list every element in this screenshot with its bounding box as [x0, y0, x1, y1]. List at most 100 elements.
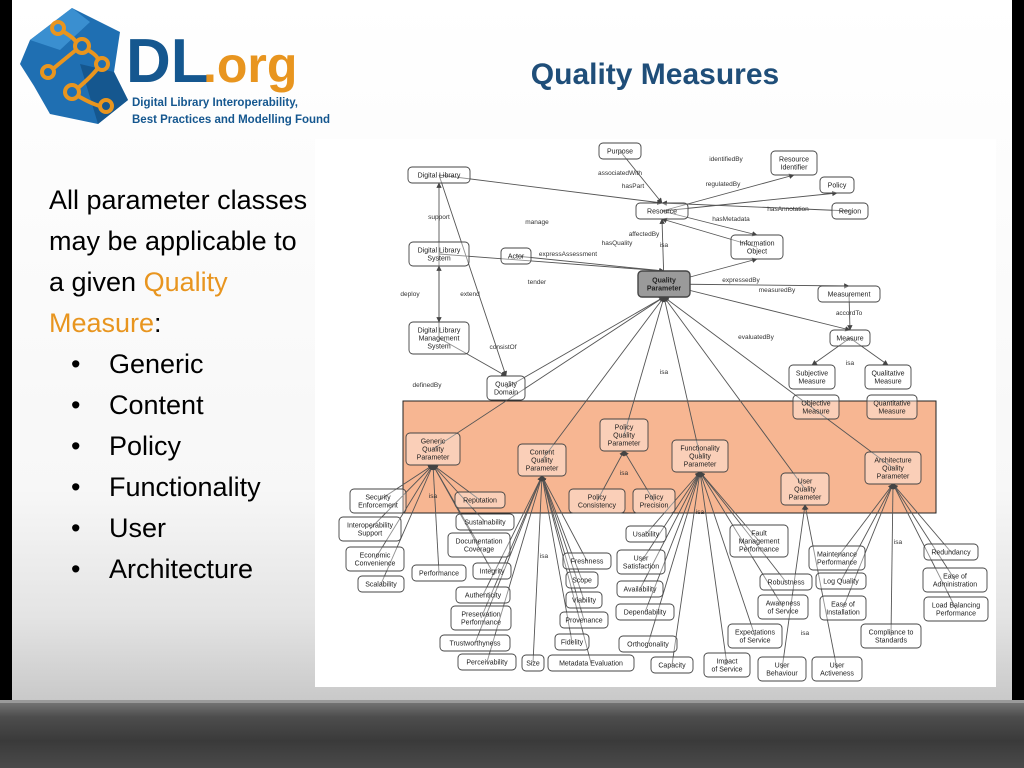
bullet-dot-icon: •: [71, 554, 81, 584]
diagram-edge: [623, 450, 655, 502]
node-box: [454, 491, 506, 509]
diagram-edge: [699, 471, 784, 608]
node-label: System: [427, 256, 451, 263]
edge-label-identifiedBy: identifiedBy: [709, 156, 743, 163]
diagram-edge: [486, 475, 544, 663]
node-capacity: Capacity: [650, 656, 694, 674]
diagram-edge: [892, 483, 952, 553]
node-label: Security: [365, 495, 391, 502]
intro-line-1: All parameter classes: [49, 185, 308, 215]
node-box: [517, 443, 567, 477]
intro-line-3-text: a given: [49, 267, 144, 297]
footer-edge: [0, 700, 1024, 703]
node-label: Precision: [640, 503, 669, 510]
brand-main: DL: [126, 27, 209, 96]
node-scalability: Scalability: [357, 575, 405, 593]
diagram-edge: [661, 190, 838, 212]
node-reputation: Reputation: [454, 491, 506, 509]
edge-label-expressAssessment: expressAssessment: [539, 251, 597, 258]
node-box: [357, 575, 405, 593]
node-label: Administration: [933, 582, 977, 589]
node-label: Measure: [836, 336, 863, 343]
edge-label-hasQuality: hasQuality: [602, 240, 633, 247]
node-digital-library: Digital Library: [407, 166, 471, 184]
node-label: Dependability: [624, 610, 667, 617]
diagram-edge: [438, 337, 507, 377]
edge-label-hasPart: hasPart: [622, 183, 645, 190]
node-label: Installation: [826, 610, 860, 617]
node-box: [554, 633, 590, 651]
node-box: [411, 564, 467, 582]
edge-label-associatedWith: associatedWith: [598, 170, 642, 177]
bullet-dot-icon: •: [71, 513, 81, 543]
node-authenticity: Authenticity: [455, 586, 511, 604]
node-label: Quality: [495, 382, 517, 389]
diagram-edge: [432, 464, 493, 572]
node-box: [815, 572, 867, 590]
diagram-edge: [374, 464, 434, 560]
diagram-edge: [515, 255, 665, 274]
node-orthogonality: Orthogonality: [618, 635, 678, 653]
node-label: Preservation: [461, 612, 500, 619]
diagram-edge: [482, 475, 543, 596]
bullet-text: User: [109, 513, 167, 543]
node-label: Activeness: [820, 671, 854, 678]
node-box: [829, 329, 871, 347]
node-label: Parameter: [789, 495, 822, 502]
node-label: Policy: [828, 183, 847, 190]
node-box: [770, 150, 818, 176]
node-label: Log Quality: [823, 579, 859, 586]
bullet-text: Functionality: [109, 472, 261, 502]
node-label: Management: [739, 539, 780, 546]
node-usability: Usability: [625, 525, 667, 543]
node-resource: Resource: [635, 202, 689, 220]
diagram-edge: [540, 475, 573, 643]
diagram-edge: [803, 504, 838, 670]
edge-label-regulatedBy: regulatedBy: [706, 181, 741, 188]
node-box: [819, 595, 867, 621]
node-box: [345, 546, 405, 572]
node-label: Ease of: [943, 574, 967, 581]
node-label: Performance: [461, 620, 501, 627]
node-label: Subjective: [796, 371, 828, 378]
node-label: Support: [358, 531, 383, 538]
node-metadata-evaluation: Metadata Evaluation: [547, 654, 635, 672]
diagram-edge: [474, 475, 543, 644]
node-label: Convenience: [355, 561, 396, 568]
node-label: Information: [739, 241, 774, 248]
node-label: Scalability: [365, 582, 397, 589]
node-region: Region: [831, 202, 869, 220]
edge-label-isa-generic: isa: [429, 493, 438, 500]
diagram-edge: [540, 475, 592, 664]
diagram-edge: [644, 471, 701, 613]
node-label: Coverage: [464, 547, 494, 554]
diagram-edge: [647, 471, 702, 645]
diagram-edge: [811, 337, 851, 366]
bullet-text: Generic: [109, 349, 204, 379]
bullet-text: Policy: [109, 431, 182, 461]
node-box: [757, 656, 807, 682]
node-label: Performance: [817, 560, 857, 567]
diagram-edge: [438, 174, 508, 377]
diagram-edge: [781, 504, 807, 670]
node-box: [455, 513, 515, 531]
node-box: [866, 394, 918, 420]
node-freshness: Freshness: [562, 552, 612, 570]
diagram-edge: [639, 471, 701, 590]
node-box: [757, 594, 809, 620]
node-label: Documentation: [455, 539, 502, 546]
node-label: Objective: [801, 401, 830, 408]
brand-tagline-2: Best Practices and Modelling Foundations: [132, 114, 330, 126]
diagram-edge: [840, 483, 894, 582]
node-label: Compliance to: [869, 630, 914, 637]
